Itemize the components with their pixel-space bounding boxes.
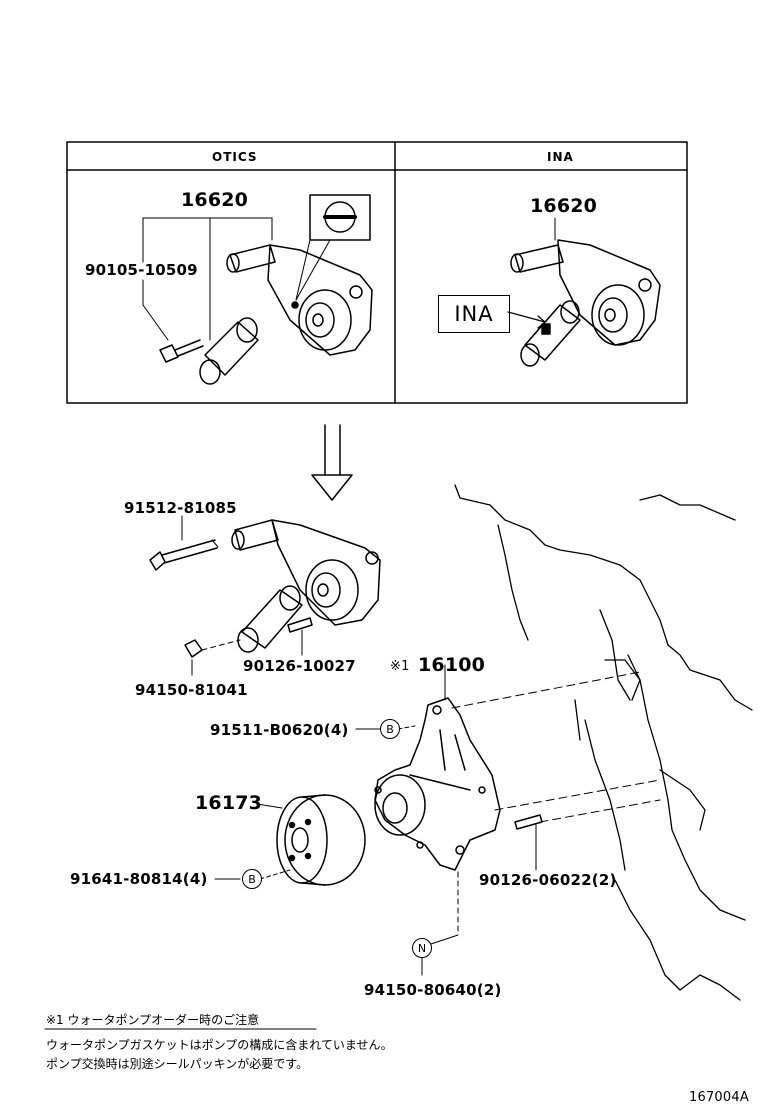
pulley-part-number: 16173 — [195, 792, 263, 814]
ina-tensioner-part-number: 16620 — [530, 195, 598, 217]
tensioner-nut-part-number: 94150-81041 — [135, 681, 248, 699]
pump-stud-part-number: 90126-06022(2) — [479, 871, 617, 889]
assembled-tensioner-drawing — [149, 515, 381, 676]
tensioner-stud-part-number: 90126-10027 — [243, 657, 356, 675]
otics-tensioner-drawing — [142, 194, 373, 385]
pulley-bolt-marker-b: B — [242, 869, 262, 889]
otics-column-header: OTICS — [212, 150, 258, 164]
ina-tensioner-drawing — [507, 217, 661, 367]
note-line-2: ポンプ交換時は別途シールパッキンが必要です。 — [46, 1057, 309, 1071]
pulley-bolt-part-number: 91641-80814(4) — [70, 870, 208, 888]
note-line-1: ウォータポンプガスケットはポンプの構成に含まれていません。 — [46, 1038, 393, 1052]
pump-note-marker: ※1 — [390, 659, 410, 674]
down-arrow-icon — [311, 424, 353, 501]
pump-nut-marker-n: N — [412, 938, 432, 958]
pump-bolt-part-number: 91511-B0620(4) — [210, 721, 349, 739]
otics-tensioner-part-number: 16620 — [181, 189, 249, 211]
water-pump-part-number: 16100 — [418, 654, 486, 676]
engine-block-outline — [454, 484, 753, 1001]
ina-column-header: INA — [547, 150, 574, 164]
ina-marker-label: INA — [438, 295, 510, 333]
water-pump-drawing — [355, 664, 661, 976]
pump-pulley-drawing — [214, 794, 366, 886]
figure-id: 167004A — [689, 1090, 749, 1105]
pump-nut-part-number: 94150-80640(2) — [364, 981, 502, 999]
tensioner-bolt-part-number: 91512-81085 — [124, 499, 237, 517]
otics-bolt-part-number: 90105-10509 — [85, 261, 198, 279]
note-title: ※1 ウォータポンプオーダー時のご注意 — [46, 1013, 260, 1027]
variant-table-frame — [66, 141, 688, 404]
pump-bolt-marker-b: B — [380, 719, 400, 739]
